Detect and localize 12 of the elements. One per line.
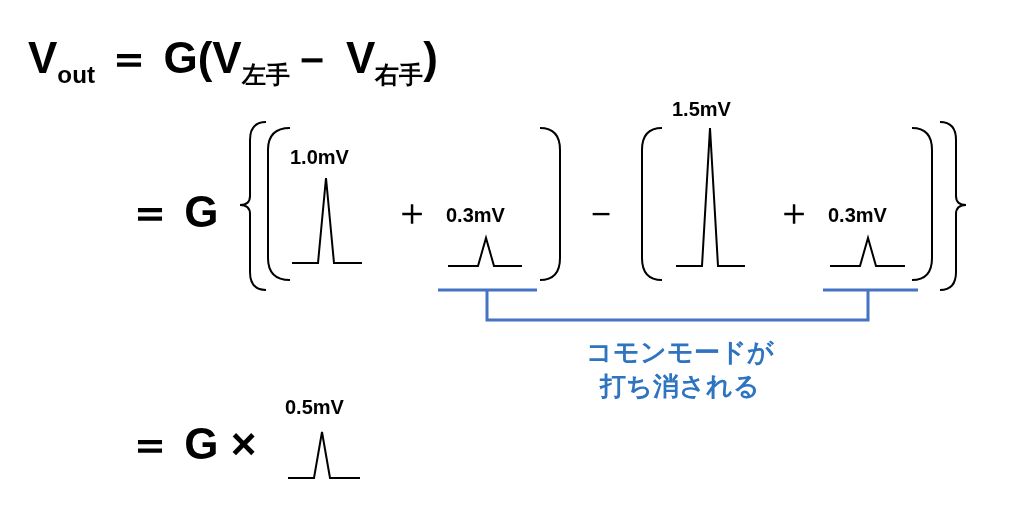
voltage-label: 1.5mV xyxy=(672,98,731,120)
equation-text: ＝ G × xyxy=(128,420,257,469)
voltage-label: 0.3mV xyxy=(446,204,505,226)
plus-sign: ＋ xyxy=(393,192,431,234)
equation-text: V$_{out}$ ＝ G(V$_{左手}$－ V$_{右手}$) xyxy=(28,34,438,89)
plus-sign: ＋ xyxy=(775,192,813,234)
minus-sign: － xyxy=(582,192,620,234)
equation-text: ＝ G xyxy=(128,188,219,237)
voltage-label: 0.3mV xyxy=(828,204,887,226)
annotation-note: コモンモードが打ち消される xyxy=(585,336,775,403)
voltage-label: 0.5mV xyxy=(285,396,344,418)
voltage-label: 1.0mV xyxy=(290,146,349,168)
